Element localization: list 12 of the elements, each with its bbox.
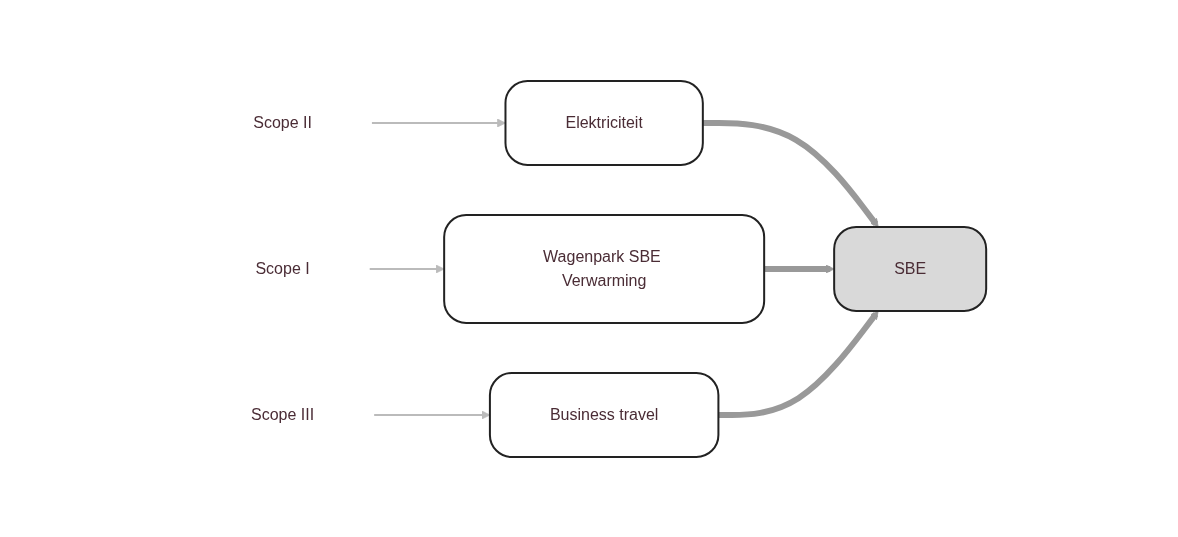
arrow xyxy=(369,264,445,273)
node-text: Scope I xyxy=(255,259,311,277)
node-text: Scope III xyxy=(251,405,315,423)
arrow xyxy=(703,119,880,227)
arrow xyxy=(718,310,880,418)
node-text: Scope II xyxy=(253,113,313,131)
node-box: SBE xyxy=(833,225,988,312)
node-box: Business travel xyxy=(489,371,720,458)
node-box: Wagenpark SBE Verwarming xyxy=(443,213,766,324)
node-box: Elektriciteit xyxy=(504,79,705,166)
arrow xyxy=(764,264,835,273)
arrow xyxy=(373,410,491,419)
